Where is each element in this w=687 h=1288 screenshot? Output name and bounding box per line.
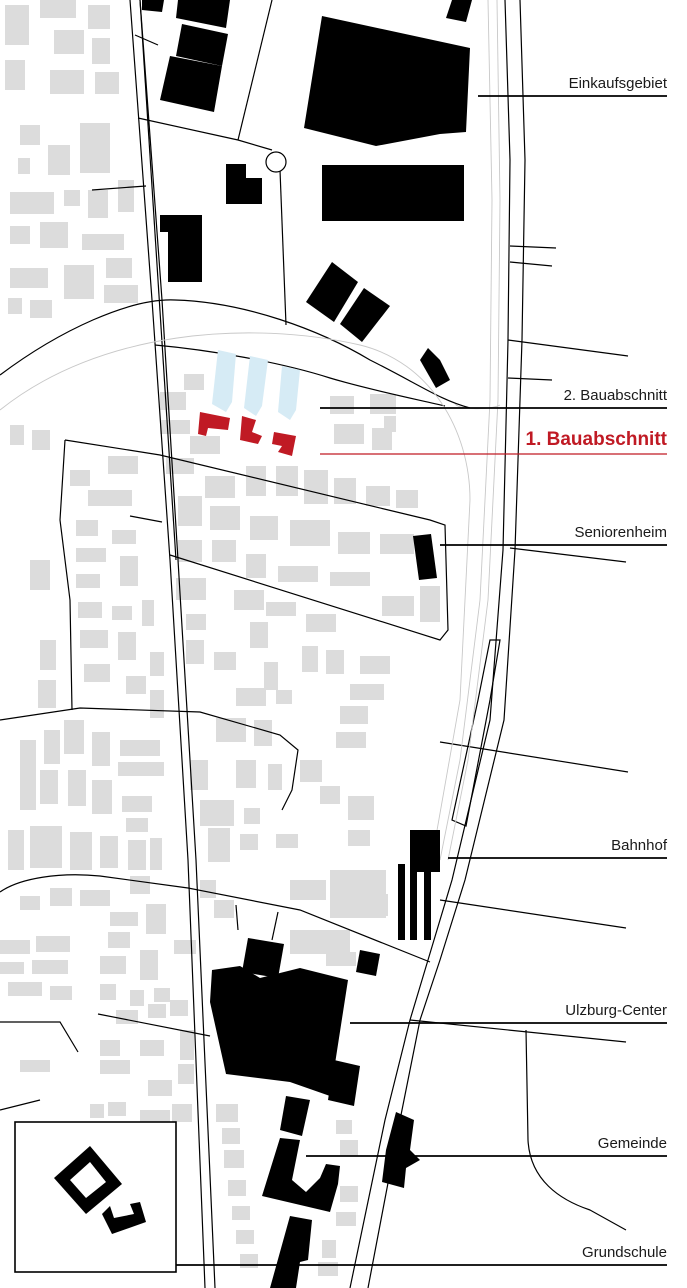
phase-2-buildings bbox=[212, 350, 300, 420]
label-bauabschnitt-2: 2. Bauabschnitt bbox=[564, 387, 668, 404]
phase-1-buildings bbox=[198, 412, 296, 456]
label-grundschule: Grundschule bbox=[582, 1244, 667, 1261]
railway bbox=[0, 0, 501, 871]
label-gemeinde: Gemeinde bbox=[598, 1135, 667, 1152]
label-ulzburg-center: Ulzburg-Center bbox=[565, 1002, 667, 1019]
road-network bbox=[0, 0, 629, 1288]
label-einkaufsgebiet: Einkaufsgebiet bbox=[569, 75, 668, 92]
label-seniorenheim: Seniorenheim bbox=[574, 524, 667, 541]
context-buildings bbox=[0, 0, 440, 1276]
legend-inset bbox=[14, 1121, 177, 1273]
landmark-buildings bbox=[142, 0, 472, 1288]
leader-lines bbox=[158, 95, 667, 1266]
label-bauabschnitt-1: 1. Bauabschnitt bbox=[526, 429, 668, 450]
label-bahnhof: Bahnhof bbox=[611, 837, 668, 854]
building-footprint-icon bbox=[54, 1146, 146, 1234]
